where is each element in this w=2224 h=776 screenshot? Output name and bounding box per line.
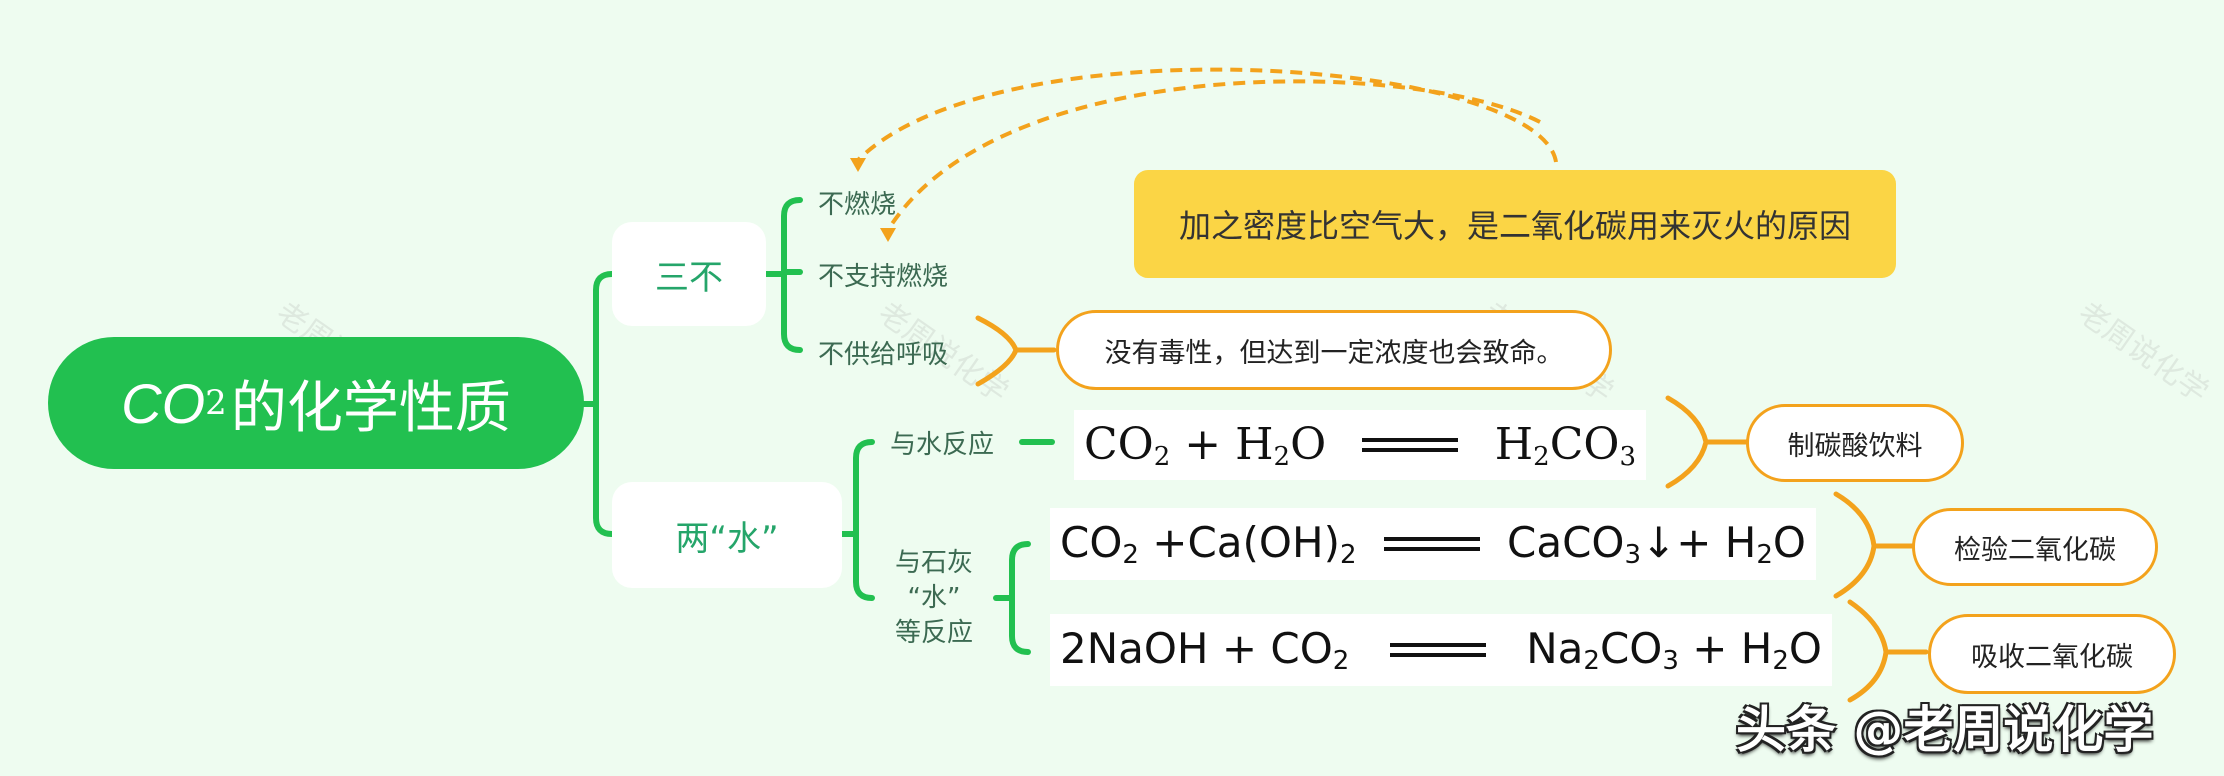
root-formula: CO [121, 371, 206, 435]
equation-left: CO2 + H2O [1084, 418, 1327, 472]
note-absorb-co2: 吸收二氧化碳 [1928, 614, 2176, 694]
note-test-co2: 检验二氧化碳 [1912, 508, 2158, 586]
leaf-react-with-limewater: 与石灰 “水” 等反应 [894, 548, 973, 648]
equals-sign [1389, 643, 1486, 657]
equation-co2-limewater: CO2 +Ca(OH)2 CaCO3↓+ H2O [1050, 508, 1816, 580]
leaf-not-support-combustion: 不支持燃烧 [818, 262, 949, 292]
leaf-not-combustible: 不燃烧 [818, 190, 897, 220]
leaf-not-support-breathing: 不供给呼吸 [818, 340, 949, 370]
root-title: 的化学性质 [230, 375, 511, 441]
branch-three-no: 三不 [612, 222, 766, 326]
note-toxicity: 没有毒性，但达到一定浓度也会致命。 [1056, 310, 1612, 390]
leaf-react-with-water: 与水反应 [890, 430, 995, 460]
equation-right: Na2CO3 + H2O [1526, 624, 1822, 676]
equation-co2-naoh: 2NaOH + CO2 Na2CO3 + H2O [1050, 614, 1832, 686]
branch-two-water: 两“水” [612, 482, 842, 588]
equation-right: H2CO3 [1494, 418, 1636, 472]
root-subscript: 2 [205, 383, 227, 423]
callout-fire-extinguishing: 加之密度比空气大，是二氧化碳用来灭火的原因 [1134, 170, 1896, 278]
equation-left: CO2 +Ca(OH)2 [1060, 518, 1357, 570]
equation-right: CaCO3↓+ H2O [1507, 518, 1806, 570]
equals-sign [1362, 438, 1459, 452]
equals-sign [1383, 537, 1480, 551]
equation-left: 2NaOH + CO2 [1060, 624, 1350, 676]
note-carbonated-drink: 制碳酸饮料 [1746, 404, 1964, 482]
equation-co2-water: CO2 + H2O H2CO3 [1074, 410, 1646, 480]
credit-watermark: 头条 @老周说化学 [1736, 701, 2154, 759]
